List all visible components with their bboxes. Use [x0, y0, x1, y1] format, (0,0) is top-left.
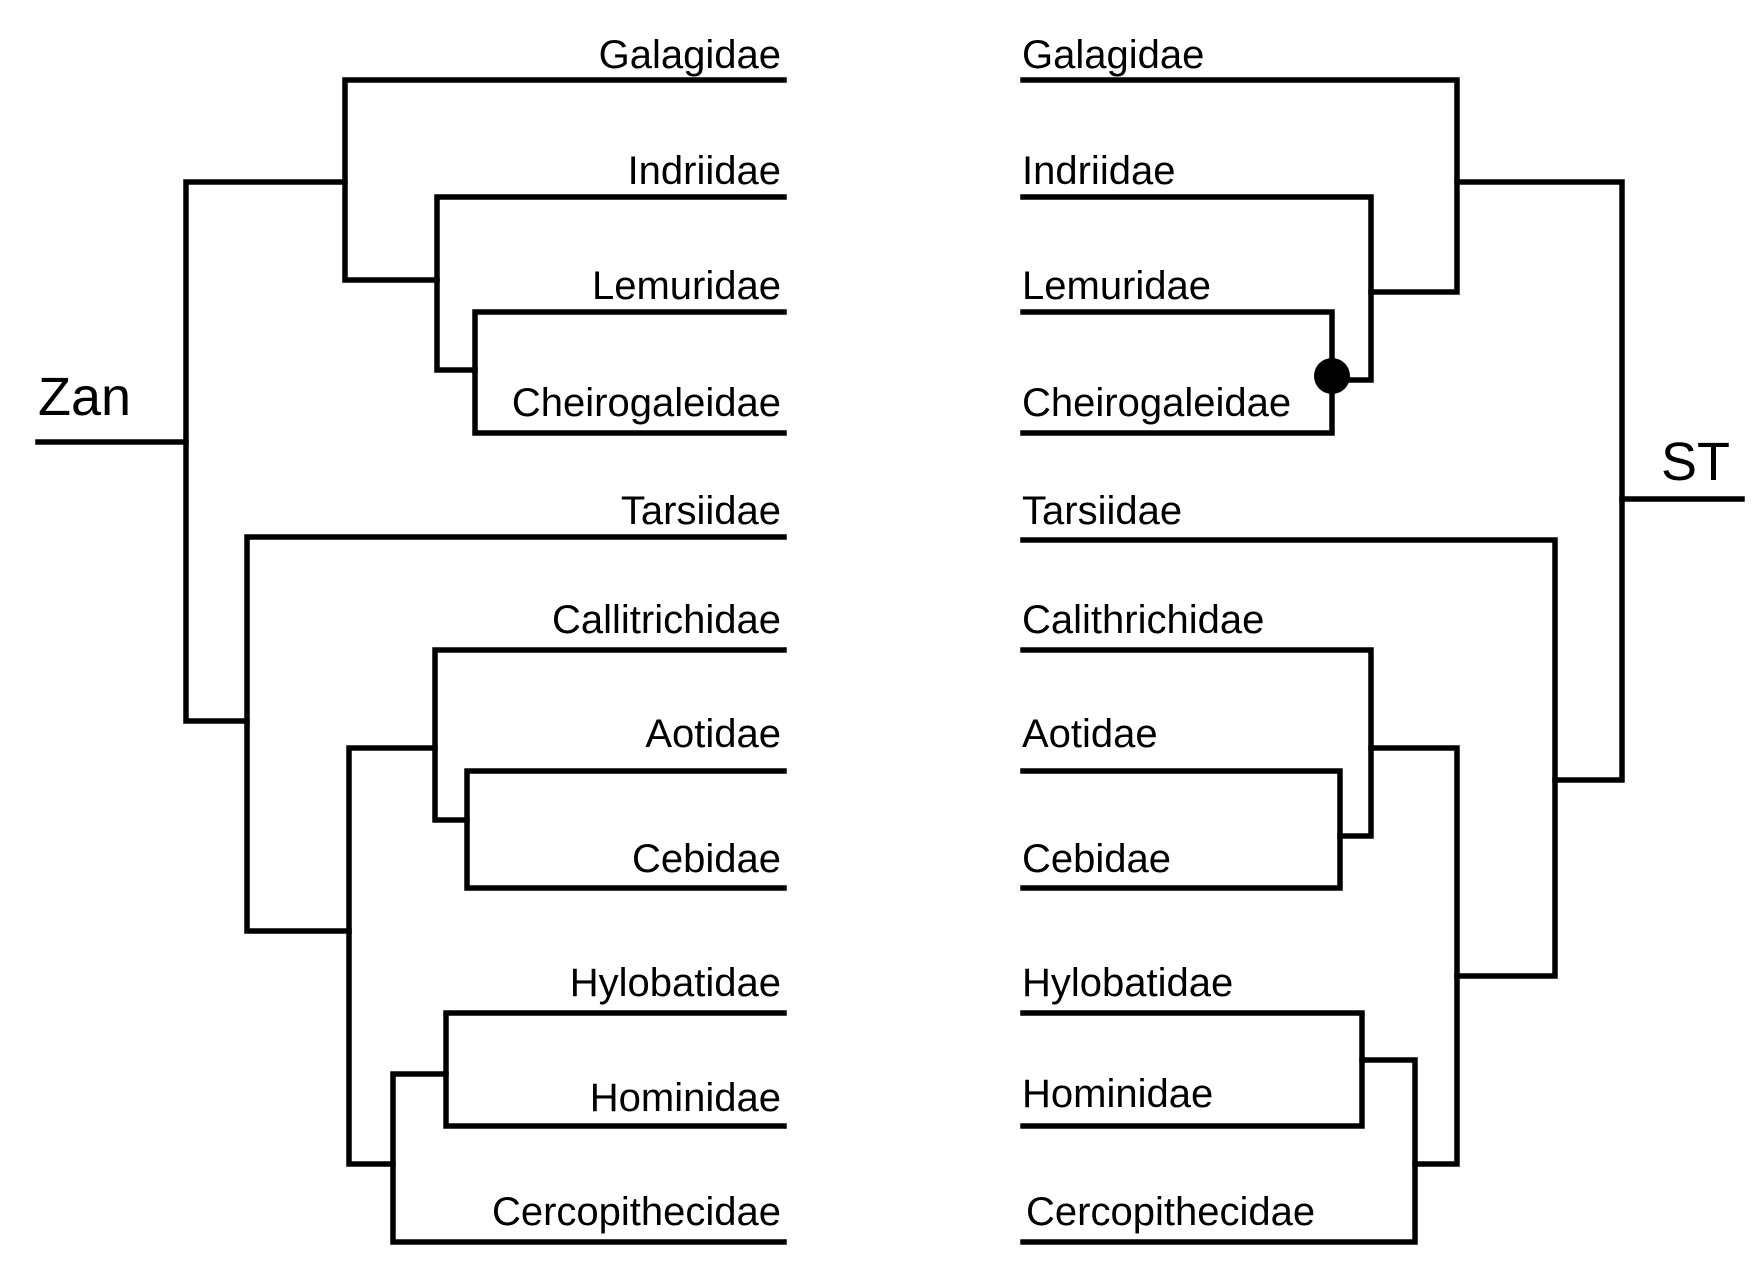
right-taxon-label: Lemuridae [1022, 264, 1211, 308]
left-taxon-label: Aotidae [645, 712, 781, 756]
left-strepsirrhine-node [342, 77, 787, 283]
left-taxon-label: Hylobatidae [570, 961, 781, 1005]
right-catarrhine-node [1020, 1057, 1418, 1245]
left-tree-root-label: Zan [38, 367, 131, 427]
left-taxon-label: Callitrichidae [552, 598, 781, 642]
right-aotid-cebid-node [1020, 768, 1343, 891]
left-tree: Zan Galagidae Indriidae Lemuridae Cheiro… [35, 33, 787, 1245]
right-haplorhine-node [1020, 537, 1558, 979]
left-taxon-label: Indriidae [628, 149, 781, 193]
right-taxon-label: Aotidae [1022, 712, 1158, 756]
right-platyrrhine-node [1020, 647, 1374, 839]
left-root-node [183, 179, 348, 724]
right-hominoid-node [1020, 1010, 1365, 1129]
right-taxon-label: Hominidae [1022, 1072, 1213, 1116]
left-haplorhine-node [244, 534, 787, 934]
right-lemuroid-node [1020, 194, 1374, 383]
left-taxon-label: Tarsiidae [621, 489, 781, 533]
left-taxon-label: Hominidae [590, 1076, 781, 1120]
left-anthropoid-node [346, 745, 438, 1167]
left-taxon-label: Cebidae [632, 837, 781, 881]
right-strepsirrhine-node [1020, 77, 1460, 295]
left-catarrhine-node [390, 1071, 787, 1245]
right-taxon-label: Calithrichidae [1022, 598, 1264, 642]
highlighted-node-dot [1314, 358, 1350, 394]
left-lemur-cheirogaleid-node [472, 309, 787, 436]
right-taxon-label: Hylobatidae [1022, 961, 1233, 1005]
left-aotid-cebid-node [464, 768, 787, 891]
right-taxon-label: Indriidae [1022, 149, 1175, 193]
left-taxon-label: Lemuridae [592, 264, 781, 308]
right-taxon-label: Cercopithecidae [1026, 1190, 1315, 1234]
right-taxon-label: Cebidae [1022, 837, 1171, 881]
right-taxon-label: Cheirogaleidae [1022, 381, 1291, 425]
right-root-node [1454, 179, 1625, 783]
left-taxon-label: Cercopithecidae [492, 1190, 781, 1234]
right-tree-root-label: ST [1661, 432, 1730, 492]
right-taxon-label: Galagidae [1022, 33, 1204, 77]
left-lemuroid-node [434, 194, 787, 373]
left-taxon-label: Galagidae [599, 33, 781, 77]
right-taxon-label: Tarsiidae [1022, 489, 1182, 533]
left-platyrrhine-node [432, 647, 787, 823]
right-anthropoid-node [1368, 745, 1460, 1167]
right-tree: ST Galagidae Indriidae Lemuridae Cheirog… [1020, 33, 1745, 1245]
left-hominoid-node [443, 1010, 787, 1129]
left-taxon-label: Cheirogaleidae [512, 381, 781, 425]
